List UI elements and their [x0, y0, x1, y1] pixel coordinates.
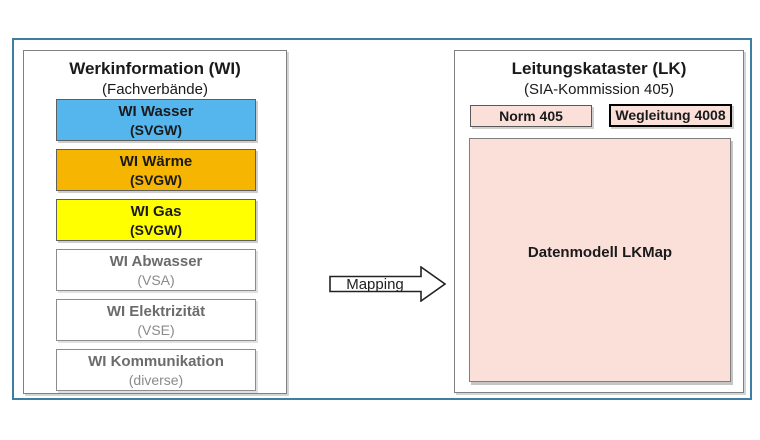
- wi-item-label: WI Elektrizität: [106, 303, 206, 320]
- datenmodell-lkmap-box: Datenmodell LKMap: [469, 138, 731, 382]
- wi-item-org: (SVGW): [129, 222, 183, 238]
- wi-item-list: WI Wasser (SVGW) WI Wärme (SVGW) WI Gas …: [56, 99, 256, 399]
- wi-item-gas: WI Gas (SVGW): [56, 199, 256, 241]
- wi-item-label: WI Abwasser: [109, 253, 203, 270]
- wi-item-label: WI Kommunikation: [88, 353, 224, 370]
- wi-item-abwasser: WI Abwasser (VSA): [56, 249, 256, 291]
- wi-item-wasser: WI Wasser (SVGW): [56, 99, 256, 141]
- lk-panel-subtitle: (SIA-Kommission 405): [523, 81, 675, 98]
- wi-item-kommunikation: WI Kommunikation (diverse): [56, 349, 256, 391]
- outer-frame: Werkinformation (WI) (Fachverbände) WI W…: [12, 38, 752, 400]
- wi-item-org: (SVGW): [129, 122, 183, 138]
- arrow-right-icon: [329, 266, 447, 302]
- wi-item-waerme: WI Wärme (SVGW): [56, 149, 256, 191]
- mapping-label: Mapping: [346, 275, 404, 293]
- wi-item-org: (VSA): [137, 272, 175, 288]
- wi-item-org: (SVGW): [129, 172, 183, 188]
- wi-item-org: (diverse): [128, 372, 184, 388]
- wi-item-org: (VSE): [137, 322, 175, 338]
- wi-item-label: WI Wärme: [119, 153, 193, 170]
- wi-panel-subtitle: (Fachverbände): [102, 81, 208, 98]
- wi-item-elektrizitaet: WI Elektrizität (VSE): [56, 299, 256, 341]
- datenmodell-label: Datenmodell LKMap: [527, 243, 673, 261]
- wi-item-label: WI Wasser: [118, 103, 194, 120]
- norm-405-box: Norm 405: [470, 105, 592, 127]
- wi-panel: Werkinformation (WI) (Fachverbände) WI W…: [23, 50, 287, 394]
- lk-panel: Leitungskataster (LK) (SIA-Kommission 40…: [454, 50, 744, 393]
- lk-panel-title: Leitungskataster (LK): [511, 59, 687, 78]
- wegleitung-4008-box: Wegleitung 4008: [609, 104, 732, 127]
- wi-panel-title: Werkinformation (WI): [69, 59, 241, 78]
- mapping-arrow: Mapping: [329, 266, 447, 302]
- wi-item-label: WI Gas: [130, 203, 182, 220]
